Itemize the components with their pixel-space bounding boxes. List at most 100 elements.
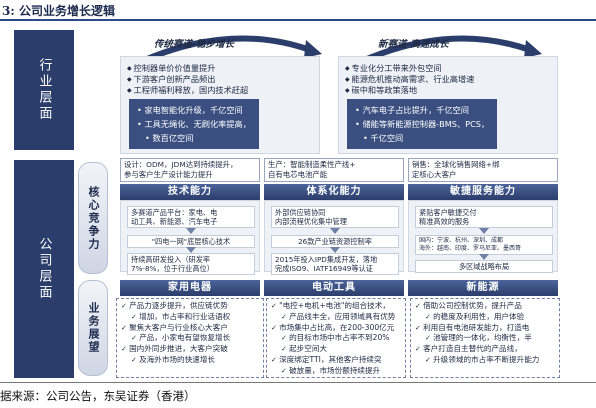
industry-traditional-box: 家电智能化升级，千亿空间 工具无绳化、无刷化率提高， 数百亿空间 — [129, 99, 259, 149]
list-item: 工程师福利释放，国内技术赶超 — [127, 85, 249, 96]
industry-new-box: 汽车电子占比提升，千亿空间 储能等新能源控制器-BMS、PCS， 千亿空间 — [347, 99, 498, 149]
list-item: 产品，小家电有望恢复增长 — [121, 333, 259, 344]
list-item: 市场集中占比高，在200-300亿元 — [271, 323, 401, 334]
pill-line: 7%-8%，位于行业高位） — [131, 264, 214, 273]
list-item: 碳中和等政策落地 — [345, 85, 474, 96]
sub-band-core-label: 核心竞争力 — [87, 185, 100, 251]
core-pill-locations: 国内：宁波、杭州、深圳、成都 海外：越南、印度、罗马尼亚、墨西哥 — [415, 235, 553, 255]
business-title-appliance: 家用电器 — [120, 280, 260, 296]
band-industry-label: 行业层面 — [36, 58, 52, 122]
source-note: 据来源：公司公告，东吴证券（香港） — [0, 389, 196, 403]
desc-line: 销售：全球化销售网络+绑 — [412, 160, 500, 169]
list-item: 控制器单价价值量提升 — [127, 63, 248, 74]
list-item: 产品线丰全，应用领域具有优势 — [271, 312, 401, 323]
box-line: 工具无绳化、无刷化率提高， — [137, 117, 250, 131]
list-item: 产品力逐步提升，供应链优势 — [121, 301, 259, 312]
down-arrow — [479, 228, 489, 234]
right-arrow-curve — [357, 35, 533, 65]
header-rule — [0, 19, 596, 21]
figure-title: 3: 公司业务增长逻辑 — [2, 4, 115, 18]
core-title-tech: 技术能力 — [120, 184, 260, 200]
box-line: 数百亿空间 — [137, 131, 251, 145]
pill-line: 海外：越南、印度、罗马尼亚、墨西哥 — [419, 245, 522, 252]
box-line: 储能等新能源控制器-BMS、PCS， — [355, 117, 489, 131]
desc-line: 参与客户生产设计能力提升 — [124, 170, 213, 179]
pill-line: 内部流程优化集中管理 — [275, 217, 347, 226]
list-item: 能源危机推动高需求、行业高增速 — [345, 74, 475, 85]
list-item: 破放量，市场份额持续提升 — [271, 366, 401, 377]
core-pill-ipd: 2015年投入IPD集成开发，落地 完成ISO9、IATF16949等认证 — [271, 253, 399, 275]
core-pill-supply: 外部供应链协同 内部流程优化集中管理 — [271, 206, 399, 228]
curved-arrows-graphic — [137, 35, 542, 65]
pill-line: 国内：宁波、杭州、深圳、成都 — [419, 237, 504, 244]
list-item: 的稳度及利用性，用户体验 — [415, 312, 555, 323]
core-desc-sales: 销售：全球化销售网络+绑 定核心大客户 — [408, 158, 558, 182]
pill-line: 26款产业链资源控制率 — [298, 237, 372, 246]
sub-band-business: 业务展望 — [78, 280, 108, 376]
core-desc-production: 生产：智能制造柔性产线+ 自有电芯电池产能 — [264, 158, 404, 182]
desc-line: 生产：智能制造柔性产线+ — [268, 160, 356, 169]
list-item: 升级领域的市占率不断提升能力 — [415, 355, 555, 366]
list-item: 客户打造自主替代的产品线， — [415, 344, 555, 355]
list-item: 及海外市场的快速增长 — [121, 355, 259, 366]
list-item: 利用自有电池研发能力，打造电 — [415, 323, 555, 334]
pill-line: 精准高效的服务 — [419, 217, 470, 226]
desc-line: 设计：ODM，JDM达到持续提升， — [124, 160, 238, 169]
pill-line: 2015年投入IPD集成开发，落地 — [275, 255, 378, 264]
band-industry: 行业层面 — [14, 30, 74, 150]
band-company: 公司层面 — [14, 160, 74, 378]
list-item: 增加，市占率和行业话语权 — [121, 312, 259, 323]
core-body-tech: 多赛道产品平台：家电、电 动工具、新能源、汽车电子 "四电一网"底层核心技术 持… — [120, 200, 260, 275]
arrow-left-label: 传统赛道-稳步增长 — [154, 39, 234, 50]
desc-line: 定核心大客户 — [412, 170, 457, 179]
core-pill-rd: 持续高研发投入（研发率 7%-8%，位于行业高位） — [127, 253, 255, 275]
business-tools-list: "电控+电机+电池"的组合技术， 产品线丰全，应用领域具有优势 市场集中占比高，… — [271, 301, 401, 377]
pill-line: "四电一网"底层核心技术 — [151, 237, 231, 246]
core-pill-delivery: 紧贴客户敏捷交付 精准高效的服务 — [415, 206, 553, 228]
right-arrow-head — [524, 40, 542, 58]
list-item: 池管理的一体化，均衡性，半 — [415, 333, 555, 344]
business-appliance-list: 产品力逐步提升，供应链优势 增加，市占率和行业话语权 聚焦大客户与行业核心大客户… — [121, 301, 259, 366]
list-item: 下游客户创新产品频出 — [127, 74, 248, 85]
box-line: 千亿空间 — [355, 131, 489, 145]
list-item: 借助公司控制优势，提升产品 — [415, 301, 555, 312]
business-body-appliance: 产品力逐步提升，供应链优势 增加，市占率和行业话语权 聚焦大客户与行业核心大客户… — [116, 298, 264, 378]
business-body-newenergy: 借助公司控制优势，提升产品 的稳度及利用性，用户体验 利用自有电池研发能力，打造… — [410, 298, 560, 378]
box-line: 汽车电子占比提升，千亿空间 — [355, 103, 489, 117]
pill-line: 持续高研发投入（研发率 — [131, 255, 211, 264]
industry-traditional-bullets: 控制器单价价值量提升 下游客户创新产品频出 工程师福利释放，国内技术赶超 — [127, 63, 249, 96]
footer-rule — [0, 382, 596, 383]
core-title-system: 体系化能力 — [264, 184, 404, 200]
list-item: 的目标市场中市占率不到20% — [271, 333, 401, 344]
box-line: 家电智能化升级，千亿空间 — [137, 103, 251, 117]
header: 3: 公司业务增长逻辑 — [0, 0, 596, 22]
sub-band-core: 核心竞争力 — [78, 162, 108, 274]
down-arrow — [479, 254, 489, 260]
left-arrow-curve — [137, 35, 313, 65]
left-arrow-head — [304, 40, 322, 58]
business-body-tools: "电控+电机+电池"的组合技术， 产品线丰全，应用领域具有优势 市场集中占比高，… — [266, 298, 406, 378]
pill-line: 外部供应链协同 — [275, 208, 326, 217]
business-title-newenergy: 新能源 — [408, 280, 558, 296]
list-item: 专业化分工带来外包空间 — [345, 63, 474, 74]
pill-line: 多区域战略布局 — [458, 262, 510, 271]
pill-line: 完成ISO9、IATF16949等认证 — [275, 264, 373, 273]
desc-line: 自有电芯电池产能 — [268, 170, 328, 179]
pill-line: 动工具、新能源、汽车电子 — [131, 217, 218, 226]
list-item: "电控+电机+电池"的组合技术， — [271, 301, 401, 312]
sub-band-business-label: 业务展望 — [87, 302, 100, 354]
core-body-service: 紧贴客户敏捷交付 精准高效的服务 国内：宁波、杭州、深圳、成都 海外：越南、印度… — [408, 200, 558, 273]
list-item: 国内外同步推进，大客户突破 — [121, 344, 259, 355]
down-arrow — [330, 228, 340, 234]
down-arrow — [330, 247, 340, 253]
core-desc-design: 设计：ODM，JDM达到持续提升， 参与客户生产设计能力提升 — [120, 158, 260, 182]
arrow-area: 传统赛道-稳步增长 新赛道-高速成长 — [120, 22, 560, 68]
list-item: 起步空间大 — [271, 344, 401, 355]
business-title-tools: 电动工具 — [264, 280, 404, 296]
arrow-right-label: 新赛道-高速成长 — [378, 39, 449, 50]
band-company-label: 公司层面 — [36, 237, 52, 301]
core-pill-strategy: 多区域战略布局 — [415, 260, 553, 273]
core-pill-platform: 多赛道产品平台：家电、电 动工具、新能源、汽车电子 — [127, 206, 255, 228]
pill-line: 多赛道产品平台：家电、电 — [131, 208, 218, 217]
business-newenergy-list: 借助公司控制优势，提升产品 的稳度及利用性，用户体验 利用自有电池研发能力，打造… — [415, 301, 555, 366]
